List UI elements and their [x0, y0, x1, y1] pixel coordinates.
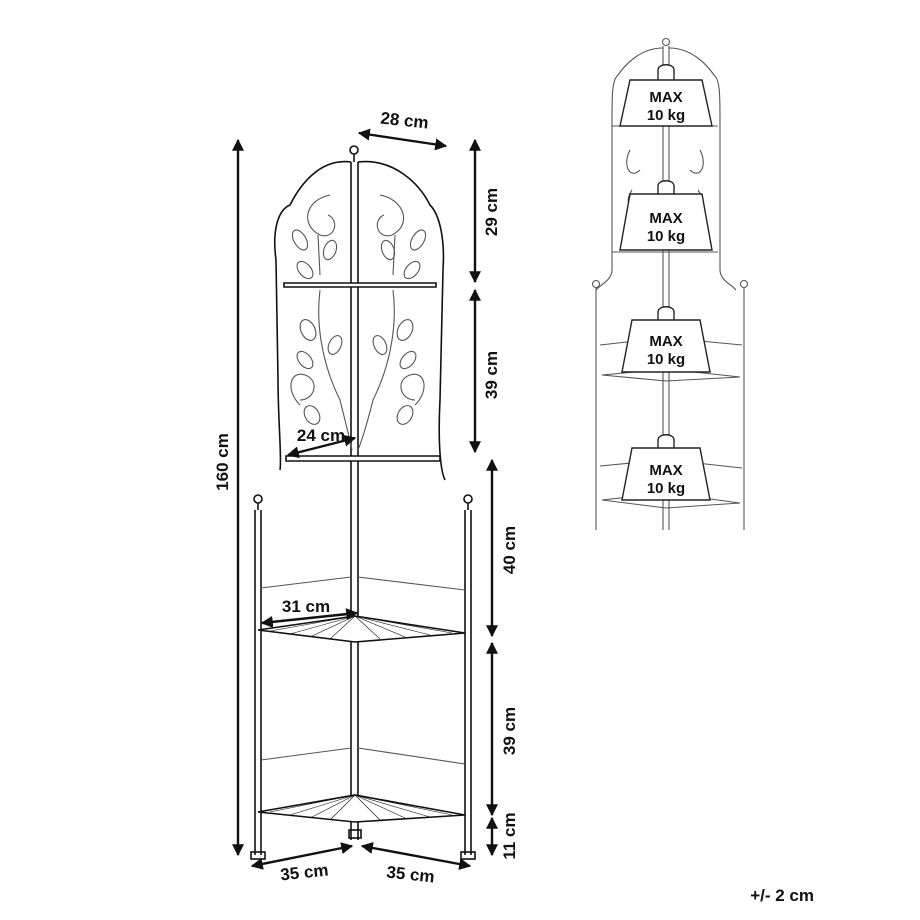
section-1-label: 29 cm — [482, 188, 501, 236]
top-width-arrow — [357, 128, 448, 151]
corner-rack-drawing — [250, 145, 476, 860]
weight-2-line2: 10 kg — [647, 228, 685, 245]
weight-1: MAX 10 kg — [619, 64, 713, 127]
section-4-label: 39 cm — [500, 707, 519, 755]
top-width-label: 28 cm — [380, 109, 430, 133]
base-height-label: 11 cm — [500, 812, 519, 859]
weight-3: MAX 10 kg — [621, 306, 711, 373]
section-2-label: 39 cm — [482, 351, 501, 399]
shelf-2-depth-arrow — [286, 434, 357, 459]
base-right-arrow — [360, 842, 472, 870]
weight-2-line1: MAX — [649, 210, 682, 227]
shelf-2-depth-label: 24 cm — [297, 426, 345, 445]
top-finial — [349, 145, 359, 155]
top-arch-left — [273, 160, 352, 471]
shelf-3-depth-arrow — [260, 608, 359, 628]
tolerance-note: +/- 2 cm — [750, 886, 814, 905]
total-height-label: 160 cm — [213, 433, 232, 491]
dimension-labels: 28 cm 160 cm 29 cm 39 cm 40 cm 39 cm 11 … — [213, 109, 519, 887]
side-leg-left — [250, 494, 266, 860]
base-right-label: 35 cm — [386, 863, 436, 887]
weight-1-line2: 10 kg — [647, 107, 685, 124]
base-left-arrow — [250, 842, 354, 870]
dimension-arrows — [232, 128, 498, 870]
shelf-3-depth-label: 31 cm — [282, 597, 330, 616]
weight-3-line1: MAX — [649, 333, 682, 350]
shelf-2 — [285, 455, 441, 462]
weight-4: MAX 10 kg — [621, 434, 711, 501]
side-leg-right — [460, 494, 476, 860]
top-arch-right — [357, 160, 446, 481]
section-3-label: 40 cm — [500, 526, 519, 574]
shelf-1 — [283, 282, 437, 288]
weight-4-line2: 10 kg — [647, 480, 685, 497]
weight-2: MAX 10 kg — [619, 180, 713, 251]
weight-4-line1: MAX — [649, 462, 682, 479]
base-left-label: 35 cm — [279, 861, 329, 885]
shelf-4 — [257, 794, 466, 823]
leaf-ornament — [290, 194, 427, 451]
weight-1-line1: MAX — [649, 89, 682, 106]
weight-3-line2: 10 kg — [647, 351, 685, 368]
load-capacity-drawing: MAX 10 kg MAX 10 kg MAX 10 kg MAX 10 kg — [591, 37, 749, 530]
